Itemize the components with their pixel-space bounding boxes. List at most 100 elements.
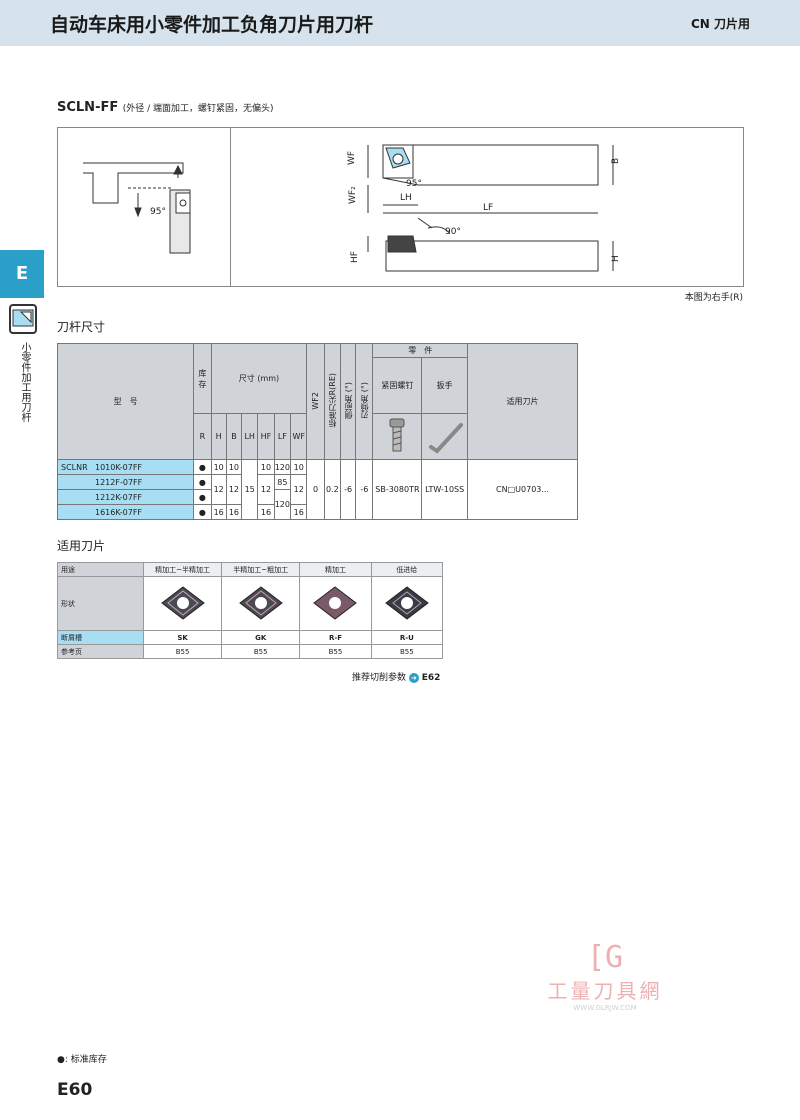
breaker-cell: SK (142, 630, 223, 645)
cell-lf: 120 (273, 489, 292, 520)
insert-shape (142, 576, 223, 631)
cell-hf: 12 (257, 474, 275, 505)
sub-hf: HF (257, 413, 275, 460)
col-incl: 刃倾角 (°) (355, 343, 374, 460)
cell-wf: 16 (290, 504, 308, 520)
page-ref-cell[interactable]: B55 (221, 644, 301, 659)
sub-wf: WF (290, 413, 308, 460)
top-view (367, 144, 614, 229)
angle-side-label: 90° (445, 227, 461, 237)
drawing-divider (230, 128, 231, 286)
holder-icon (9, 304, 37, 334)
watermark-logo: [G 工量刀具網 WWW.GLRJW.COM (535, 940, 675, 1012)
inserts-table: 用途 精加工~半精加工 半精加工~粗加工 精加工 低进给 形状 断屑槽 SK G… (57, 562, 444, 659)
row-breaker-label: 断屑槽 (57, 630, 144, 645)
cell-wf: 12 (290, 474, 308, 505)
recommend-text: 推荐切削参数 (352, 673, 407, 683)
section-tab[interactable]: E (0, 250, 44, 298)
section-code: SCLN-FF (57, 100, 119, 115)
cell-wf2: 0 (306, 459, 325, 520)
cell-insert: CN□U0703... (467, 459, 578, 520)
cell-b: 10 (225, 459, 243, 475)
watermark-url: WWW.GLRJW.COM (573, 1004, 637, 1012)
use-cell: 精加工 (299, 562, 372, 577)
sub-r: R (193, 413, 212, 460)
dim-lh: LH (400, 193, 412, 203)
cell-h: 10 (210, 459, 227, 475)
cell-hf: 16 (257, 504, 275, 520)
sub-lh: LH (241, 413, 259, 460)
use-cell: 半精加工~粗加工 (221, 562, 301, 577)
insert-ru-icon (384, 585, 429, 620)
use-cell: 低进给 (370, 562, 444, 577)
use-cell: 精加工~半精加工 (142, 562, 223, 577)
cell-b: 12 (225, 474, 243, 505)
table-row: 1212K-07FF (56, 489, 195, 505)
side-view (367, 226, 614, 272)
stock-legend: ●: 标准库存 (57, 1055, 107, 1065)
page-ref-cell[interactable]: B55 (299, 644, 372, 659)
stock-cell: ● (193, 474, 212, 490)
cell-h: 16 (210, 504, 227, 520)
screw-icon (389, 418, 405, 451)
dim-wf2: WF₂ (348, 186, 358, 204)
recommend-link[interactable]: 推荐切削参数 ➜ E62 (352, 670, 440, 683)
cell-h: 12 (210, 474, 227, 505)
drawing-svg: 95° WF WF₂ LH LF B 95° HF H (83, 144, 621, 272)
screw-image (372, 413, 423, 460)
sub-lf: LF (273, 413, 292, 460)
wrench-icon (428, 422, 463, 454)
cell-b: 16 (225, 504, 243, 520)
watermark-mark: [G (586, 940, 624, 975)
right-hand-note: 本图为右手(R) (684, 293, 743, 303)
col-parts: 零 件 (372, 343, 469, 358)
page-number: E60 (57, 1080, 93, 1100)
dim-lf: LF (483, 203, 493, 213)
header-category: CN 刀片用 (690, 17, 750, 31)
dim-hf: HF (350, 251, 360, 263)
dim-b: B (611, 158, 621, 164)
section-desc: (外径 / 端面加工，螺钉紧固，无偏头) (122, 104, 274, 114)
insert-shape (221, 576, 301, 631)
insert-sk-icon (160, 585, 205, 620)
cell-lf: 85 (273, 474, 292, 490)
insert-shape (299, 576, 372, 631)
table-row: 1212F-07FF (56, 474, 195, 490)
col-side-rake: 侧前角 (°) (339, 343, 357, 460)
breaker-cell: GK (221, 630, 301, 645)
col-screw: 紧固螺钉 (372, 357, 423, 414)
inserts-heading: 适用刀片 (57, 539, 106, 553)
cell-side-rake: -6 (339, 459, 357, 520)
page-header: 自动车床用小零件加工负角刀片用刀杆 CN 刀片用 (0, 0, 800, 46)
col-stock: 库存 (193, 343, 212, 414)
cell-wrench: LTW-10SS (421, 459, 469, 520)
col-dims: 尺寸 (mm) (210, 343, 308, 414)
col-model: 型 号 (56, 343, 195, 460)
angle-left-label: 95° (150, 207, 166, 217)
workpiece-view (83, 162, 191, 254)
watermark-text: 工量刀具網 (547, 979, 663, 1003)
dim-h: H (611, 255, 621, 262)
recommend-page: E62 (421, 673, 441, 683)
col-insert: 适用刀片 (467, 343, 578, 460)
col-re: 标准刀尖R(RE) (323, 343, 341, 460)
insert-gk-icon (238, 585, 283, 620)
page-ref-cell[interactable]: B55 (142, 644, 223, 659)
cell-screw: SB-3080TR (372, 459, 423, 520)
col-wf2: WF2 (306, 343, 325, 460)
breaker-cell: R-F (299, 630, 372, 645)
stock-cell: ● (193, 489, 212, 505)
col-wrench: 扳手 (421, 357, 469, 414)
cell-lf: 120 (273, 459, 292, 475)
cell-incl: -6 (355, 459, 374, 520)
wrench-image (421, 413, 469, 460)
breaker-cell: R-U (370, 630, 444, 645)
cell-wf: 10 (290, 459, 308, 475)
stock-cell: ● (193, 459, 212, 475)
dim-wf: WF (347, 151, 357, 165)
cell-lh: 15 (241, 459, 259, 520)
page-title: 自动车床用小零件加工负角刀片用刀杆 (50, 14, 374, 36)
page-ref-cell[interactable]: B55 (370, 644, 444, 659)
table-row: 1616K-07FF (56, 504, 195, 520)
